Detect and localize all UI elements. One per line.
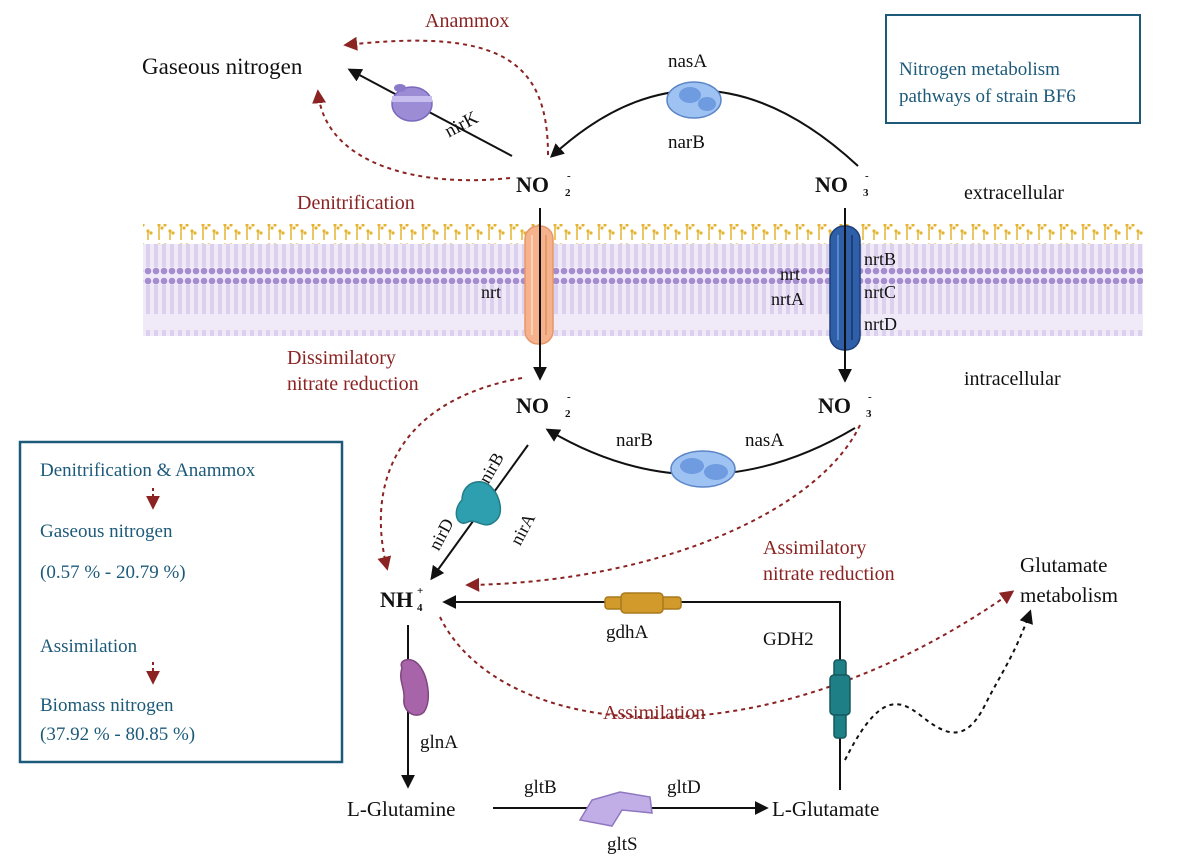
summary-box: Denitrification & Anammox Gaseous nitrog…	[18, 440, 344, 764]
gene-nasA-top: nasA	[668, 51, 707, 72]
nh4-intracellular: NH + 4	[380, 585, 423, 614]
dissimilatory-label-line2: nitrate reduction	[287, 373, 419, 395]
l-glutamate-label: L-Glutamate	[772, 797, 879, 821]
gene-nirA: nirA	[506, 510, 539, 549]
svg-text:NO: NO	[815, 172, 848, 197]
svg-text:3: 3	[863, 187, 869, 199]
narB-nasA-enzyme-bottom	[670, 450, 736, 488]
gene-gdhA: gdhA	[606, 622, 649, 643]
no3-intracellular: NO - 3	[818, 391, 872, 420]
gene-nrtB: nrtB	[864, 249, 896, 269]
summary-line3: (0.57 % - 20.79 %)	[40, 562, 186, 583]
svg-text:NO: NO	[818, 393, 851, 418]
svg-text:-: -	[868, 391, 872, 403]
legend-text-line1: Nitrogen metabolism	[899, 59, 1060, 80]
svg-text:3: 3	[866, 408, 872, 420]
gaseous-nitrogen-label: Gaseous nitrogen	[142, 54, 303, 79]
legend-box: Nitrogen metabolism pathways of strain B…	[885, 14, 1141, 124]
glnA-enzyme	[400, 658, 430, 716]
svg-text:NO: NO	[516, 393, 549, 418]
gdhA-enzyme	[604, 592, 682, 614]
gene-narB-top: narB	[668, 132, 705, 153]
legend-text-line2: pathways of strain BF6	[899, 86, 1076, 107]
gene-nrtA: nrtA	[771, 289, 804, 309]
anammox-label: Anammox	[425, 10, 509, 32]
svg-text:-: -	[567, 170, 571, 182]
summary-line2: Gaseous nitrogen	[40, 521, 173, 542]
gltS-enzyme	[578, 791, 653, 827]
extracellular-label: extracellular	[964, 182, 1064, 204]
summary-line1: Denitrification & Anammox	[40, 460, 256, 481]
pathway-arrows	[312, 30, 1015, 719]
glutamate-metabolism-line1: Glutamate	[1020, 553, 1107, 577]
svg-text:4: 4	[417, 602, 423, 614]
gene-nasA-bottom: nasA	[745, 430, 784, 451]
svg-text:NH: NH	[380, 587, 413, 612]
summary-line4: Assimilation	[40, 636, 138, 657]
glycan-layer	[143, 224, 1143, 244]
assimilation-arrow	[439, 590, 1015, 719]
assimilation-label: Assimilation	[603, 702, 705, 724]
svg-text:-: -	[567, 391, 571, 403]
lipid-bilayer	[143, 244, 1143, 336]
no2-extracellular: NO - 2	[516, 170, 571, 199]
gene-gltB: gltB	[524, 777, 557, 798]
nasA-narB-enzyme-top	[666, 81, 722, 119]
gene-nrt-right: nrt	[780, 264, 800, 284]
nirK-enzyme	[391, 84, 433, 122]
gene-gltD: gltD	[667, 777, 701, 798]
svg-text:2: 2	[565, 187, 571, 199]
dissimilatory-arrow	[377, 377, 523, 571]
nirBDA-enzyme	[455, 481, 502, 526]
dissimilatory-label-line1: Dissimilatory	[287, 347, 396, 369]
intracellular-label: intracellular	[964, 368, 1061, 390]
GDH2-enzyme	[829, 659, 851, 739]
glutamate-metabolism-line2: metabolism	[1020, 583, 1118, 607]
gene-glnA: glnA	[420, 732, 458, 753]
gene-narB-bottom: narB	[616, 430, 653, 451]
assimilatory-label-line2: nitrate reduction	[763, 563, 895, 585]
no2-intracellular: NO - 2	[516, 391, 571, 420]
gene-nrtD: nrtD	[864, 314, 897, 334]
gene-gltS: gltS	[607, 834, 638, 855]
assimilatory-arrow	[465, 424, 861, 592]
assimilatory-label-line1: Assimilatory	[763, 537, 866, 559]
denitrification-arrow	[312, 89, 511, 182]
gene-GDH2: GDH2	[763, 629, 814, 650]
arrow-no2-to-gaseous-nitrogen	[347, 68, 513, 157]
l-glutamine-label: L-Glutamine	[347, 797, 455, 821]
svg-text:2: 2	[565, 408, 571, 420]
summary-line5: Biomass nitrogen	[40, 695, 174, 716]
denitrification-label: Denitrification	[297, 192, 415, 214]
svg-text:+: +	[417, 585, 423, 597]
no3-extracellular: NO - 3	[815, 170, 869, 199]
arrow-glutamate-to-metabolism	[844, 609, 1033, 761]
svg-text:-: -	[865, 170, 869, 182]
gene-nrt-left: nrt	[481, 282, 501, 302]
svg-text:NO: NO	[516, 172, 549, 197]
reaction-arrows	[347, 68, 1033, 815]
gene-nrtC: nrtC	[864, 282, 896, 302]
cell-membrane	[143, 224, 1143, 336]
summary-line6: (37.92 % - 80.85 %)	[40, 724, 195, 745]
anammox-arrow	[343, 36, 549, 156]
